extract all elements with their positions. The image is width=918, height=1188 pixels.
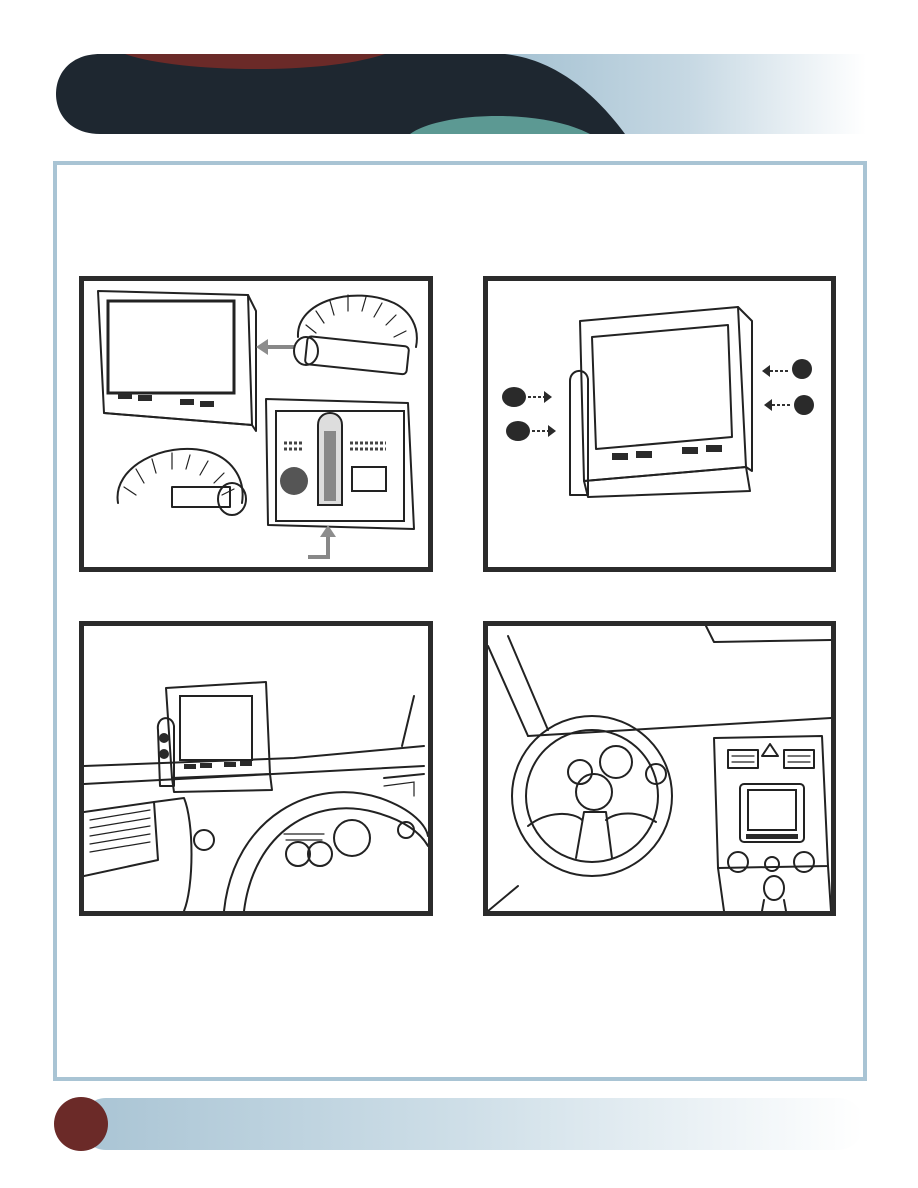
footer-gradient-band: [80, 1098, 864, 1150]
console-monitor-icon: [740, 784, 804, 842]
hand-bottom-icon: [118, 449, 246, 515]
hand-top-icon: [294, 295, 417, 375]
figure-4-panel: [483, 621, 836, 916]
gear-shift-icon: [762, 876, 786, 911]
monitor-bracket-clip-illustration: [84, 281, 428, 567]
footer-maroon-circle: [54, 1097, 108, 1151]
figure-3-panel: [79, 621, 433, 916]
dashboard-center-mount-illustration: [488, 626, 831, 911]
insert-arrow-icon: [308, 535, 328, 557]
knob-left-upper-icon: [502, 387, 552, 407]
gauge-cluster-icon: [284, 820, 370, 866]
monitor-knobs-illustration: [488, 281, 831, 567]
header-banner: [0, 0, 918, 160]
monitor-back-icon: [266, 399, 414, 529]
dashboard-left-mount-illustration: [84, 626, 428, 911]
footer-bar: [0, 1090, 918, 1160]
monitor-front-icon: [98, 291, 256, 431]
steering-wheel-icon: [224, 792, 428, 911]
figure-1-panel: [79, 276, 433, 572]
figure-2-panel: [483, 276, 836, 572]
knob-right-lower-icon: [764, 395, 814, 415]
knob-left-lower-icon: [506, 421, 556, 441]
steering-wheel-icon: [512, 716, 672, 876]
monitor-on-bracket-icon: [570, 307, 752, 497]
knob-right-upper-icon: [762, 359, 812, 379]
air-vent-icon: [84, 802, 158, 876]
climate-knobs-icon: [728, 852, 814, 872]
mounted-monitor-icon: [158, 682, 272, 792]
